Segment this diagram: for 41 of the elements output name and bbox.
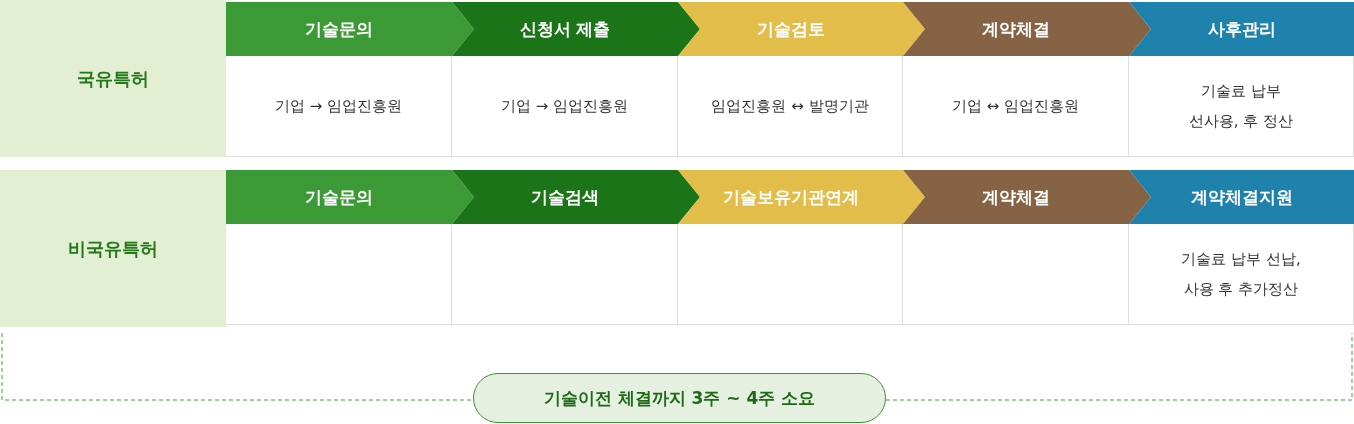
step-description: 기술료 납부 선사용, 후 정산 bbox=[1187, 81, 1295, 132]
step-description: 기업 → 임업진흥원 bbox=[274, 96, 403, 117]
step-title: 기술검색 bbox=[531, 185, 599, 209]
table-cell bbox=[452, 224, 678, 325]
table-cell bbox=[678, 56, 903, 157]
duration-pill bbox=[473, 373, 886, 423]
table-cell bbox=[1129, 56, 1354, 157]
step-description: 기업 ↔ 임업진흥원 bbox=[951, 96, 1080, 117]
step-title: 사후관리 bbox=[1207, 17, 1276, 41]
row-title: 국유특허 bbox=[77, 66, 149, 91]
table-cell bbox=[226, 56, 452, 157]
step-title: 신청서 제출 bbox=[519, 17, 611, 41]
chevron-arrow bbox=[1129, 2, 1151, 56]
duration-text: 기술이전 체결까지 3주 ~ 4주 소요 bbox=[543, 386, 816, 410]
chevron-step bbox=[1129, 170, 1354, 224]
table-cell bbox=[903, 224, 1129, 325]
table-cell bbox=[1129, 224, 1354, 325]
step-title: 기술검토 bbox=[756, 17, 825, 41]
table-cell bbox=[678, 224, 903, 325]
step-title: 계약체결 bbox=[982, 185, 1050, 209]
chevron-arrow bbox=[678, 2, 700, 56]
chevron-arrow bbox=[903, 170, 925, 224]
table-cell bbox=[903, 56, 1129, 157]
step-title: 기술보유기관연계 bbox=[722, 185, 859, 209]
chevron-arrow bbox=[452, 170, 474, 224]
step-title: 기술문의 bbox=[305, 185, 373, 209]
step-description: 기업 → 임업진흥원 bbox=[500, 96, 629, 117]
step-title: 기술문의 bbox=[305, 17, 373, 41]
row-title: 비국유특허 bbox=[68, 236, 158, 261]
table-cell bbox=[452, 56, 678, 157]
step-title: 계약체결지원 bbox=[1190, 185, 1293, 209]
chevron-arrow bbox=[678, 170, 700, 224]
row-header bbox=[0, 170, 226, 327]
table-cell bbox=[226, 224, 452, 325]
step-description: 임업진흥원 ↔ 발명기관 bbox=[711, 96, 869, 117]
step-description: 기술료 납부 선납, 사용 후 추가정산 bbox=[1180, 249, 1302, 300]
row-header bbox=[0, 0, 226, 157]
chevron-step bbox=[1129, 2, 1354, 56]
chevron-arrow bbox=[903, 2, 925, 56]
step-title: 계약체결 bbox=[982, 17, 1050, 41]
chevron-arrow bbox=[1129, 170, 1151, 224]
